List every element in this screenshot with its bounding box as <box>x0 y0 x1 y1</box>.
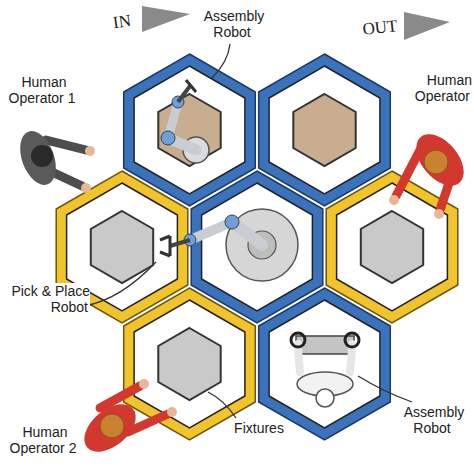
label-text: IN <box>110 11 134 33</box>
label-text: Pick & Place Robot <box>9 283 90 315</box>
callout-label: Assembly Robot <box>394 404 472 436</box>
human-operator-1 <box>13 126 95 193</box>
in-arrow <box>142 6 190 32</box>
label-text: Assembly Robot <box>402 404 465 436</box>
label-text: OUT <box>360 16 401 39</box>
human-operator-right <box>389 125 473 219</box>
out-arrow <box>404 12 450 40</box>
operator-label: Human Operator <box>398 72 472 104</box>
out-label: OUT <box>353 15 407 40</box>
leader-lines <box>84 44 412 418</box>
callout-label: Fixtures <box>226 420 292 436</box>
assembly-robot-top <box>161 80 209 163</box>
callout-label: Pick & Place Robot <box>2 283 90 315</box>
operator-label: Human Operator 1 <box>2 74 84 106</box>
label-text: Human Operator <box>415 72 472 104</box>
label-text: Assembly Robot <box>202 8 265 40</box>
operator-label: Human Operator 2 <box>2 424 86 456</box>
human-operator-2 <box>75 379 177 461</box>
pick-place-robot <box>160 209 298 281</box>
label-text: Fixtures <box>232 420 286 436</box>
dual-arm-robot <box>291 333 359 407</box>
in-label: IN <box>99 9 145 35</box>
label-text: Human Operator 1 <box>9 74 78 106</box>
label-text: Human Operator 2 <box>10 424 79 456</box>
callout-label: Assembly Robot <box>196 8 270 40</box>
